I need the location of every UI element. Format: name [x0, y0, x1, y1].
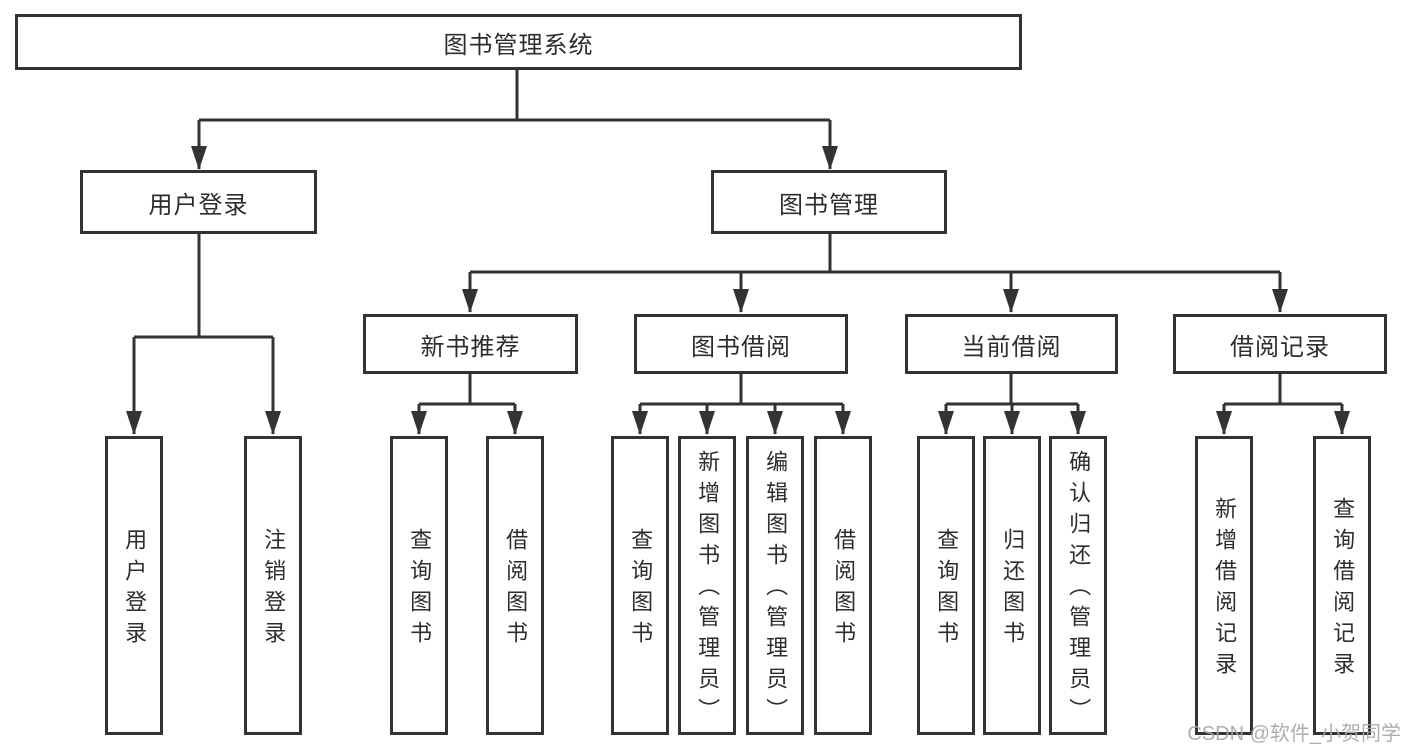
- tree-branch-lines: [134, 70, 1342, 406]
- node-confirm-return-admin: 确认归还（管理员）: [1049, 436, 1107, 735]
- node-add-books-admin: 新增图书（管理员）: [678, 436, 736, 735]
- node-label: 新书推荐: [420, 333, 521, 361]
- node-label: 借阅记录: [1230, 333, 1330, 361]
- node-label: 图书管理系统: [443, 31, 594, 59]
- node-user-login-leaf: 用户登录: [105, 436, 163, 735]
- node-book-borrowing: 图书借阅: [634, 314, 848, 374]
- node-label: 用户登录: [122, 527, 148, 652]
- node-current-borrowing: 当前借阅: [905, 314, 1118, 374]
- node-label: 查询借阅记录: [1330, 496, 1356, 683]
- node-label: 借阅图书: [503, 527, 529, 652]
- node-query-books-recommend: 查询图书: [390, 436, 448, 735]
- node-query-borrow-record: 查询借阅记录: [1313, 436, 1371, 735]
- node-borrow-books-recommend: 借阅图书: [486, 436, 544, 735]
- node-label: 查询图书: [407, 527, 433, 652]
- node-return-books: 归还图书: [983, 436, 1041, 735]
- node-book-management: 图书管理: [711, 170, 947, 234]
- node-library-management-system: 图书管理系统: [15, 14, 1022, 70]
- node-label: 新增借阅记录: [1212, 496, 1238, 683]
- node-label: 图书管理: [779, 191, 879, 219]
- node-label: 用户登录: [148, 191, 249, 219]
- node-label: 查询图书: [934, 527, 960, 652]
- node-label: 编辑图书（管理员）: [763, 450, 789, 729]
- node-add-borrow-record: 新增借阅记录: [1195, 436, 1253, 735]
- node-label: 新增图书（管理员）: [695, 450, 721, 729]
- node-new-book-recommendation: 新书推荐: [363, 314, 578, 374]
- node-label: 注销登录: [261, 527, 287, 652]
- node-logout-leaf: 注销登录: [244, 436, 302, 735]
- node-borrow-books: 借阅图书: [814, 436, 872, 735]
- node-edit-books-admin: 编辑图书（管理员）: [746, 436, 804, 735]
- node-query-books-current: 查询图书: [917, 436, 975, 735]
- node-label: 归还图书: [1000, 527, 1026, 652]
- node-label: 查询图书: [628, 527, 654, 652]
- node-label: 当前借阅: [961, 333, 1062, 361]
- node-label: 借阅图书: [831, 527, 857, 652]
- node-query-books-borrow: 查询图书: [611, 436, 669, 735]
- node-borrowing-records: 借阅记录: [1173, 314, 1387, 374]
- node-label: 图书借阅: [691, 333, 791, 361]
- node-user-login: 用户登录: [80, 170, 317, 234]
- node-label: 确认归还（管理员）: [1066, 450, 1092, 729]
